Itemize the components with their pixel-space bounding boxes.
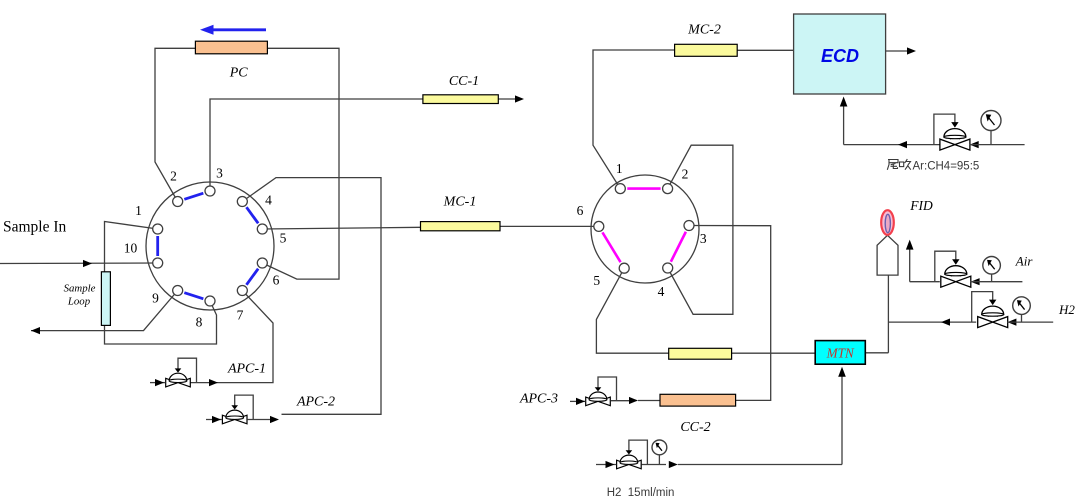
svg-text:6: 6 [273, 273, 280, 288]
svg-text:2: 2 [170, 169, 177, 184]
svg-text:MC-1: MC-1 [443, 195, 477, 210]
svg-text:1: 1 [616, 161, 623, 176]
svg-text:Ar:CH4=95:5: Ar:CH4=95:5 [913, 161, 980, 173]
svg-text:MTN: MTN [826, 346, 855, 361]
svg-text:Sample In: Sample In [3, 219, 67, 236]
svg-text:5: 5 [593, 273, 600, 288]
svg-text:H2: H2 [1058, 302, 1075, 317]
svg-text:Sample: Sample [64, 283, 96, 295]
svg-text:7: 7 [237, 308, 244, 323]
svg-text:Air: Air [1015, 254, 1034, 269]
svg-text:MC-2: MC-2 [687, 23, 721, 38]
svg-text:3: 3 [216, 166, 223, 181]
svg-text:4: 4 [658, 284, 665, 299]
svg-text:10: 10 [124, 241, 138, 256]
svg-text:5: 5 [280, 231, 287, 246]
svg-text:CC-2: CC-2 [680, 420, 710, 435]
svg-text:APC-2: APC-2 [296, 395, 335, 410]
svg-text:CC-1: CC-1 [449, 74, 479, 89]
svg-text:2: 2 [682, 167, 689, 182]
svg-text:4: 4 [265, 193, 272, 208]
svg-text:9: 9 [152, 291, 159, 306]
svg-text:APC-3: APC-3 [519, 392, 558, 407]
svg-text:Loop: Loop [67, 296, 91, 308]
svg-text:3: 3 [700, 231, 707, 246]
svg-text:ECD: ECD [821, 46, 859, 66]
svg-text:FID: FID [909, 198, 933, 213]
svg-text:APC-1: APC-1 [227, 362, 266, 377]
svg-text:1: 1 [135, 203, 142, 218]
svg-text:8: 8 [196, 315, 203, 330]
svg-text:6: 6 [577, 203, 584, 218]
svg-text:H2 15ml/min: H2 15ml/min [607, 487, 675, 499]
svg-text:PC: PC [229, 66, 249, 81]
